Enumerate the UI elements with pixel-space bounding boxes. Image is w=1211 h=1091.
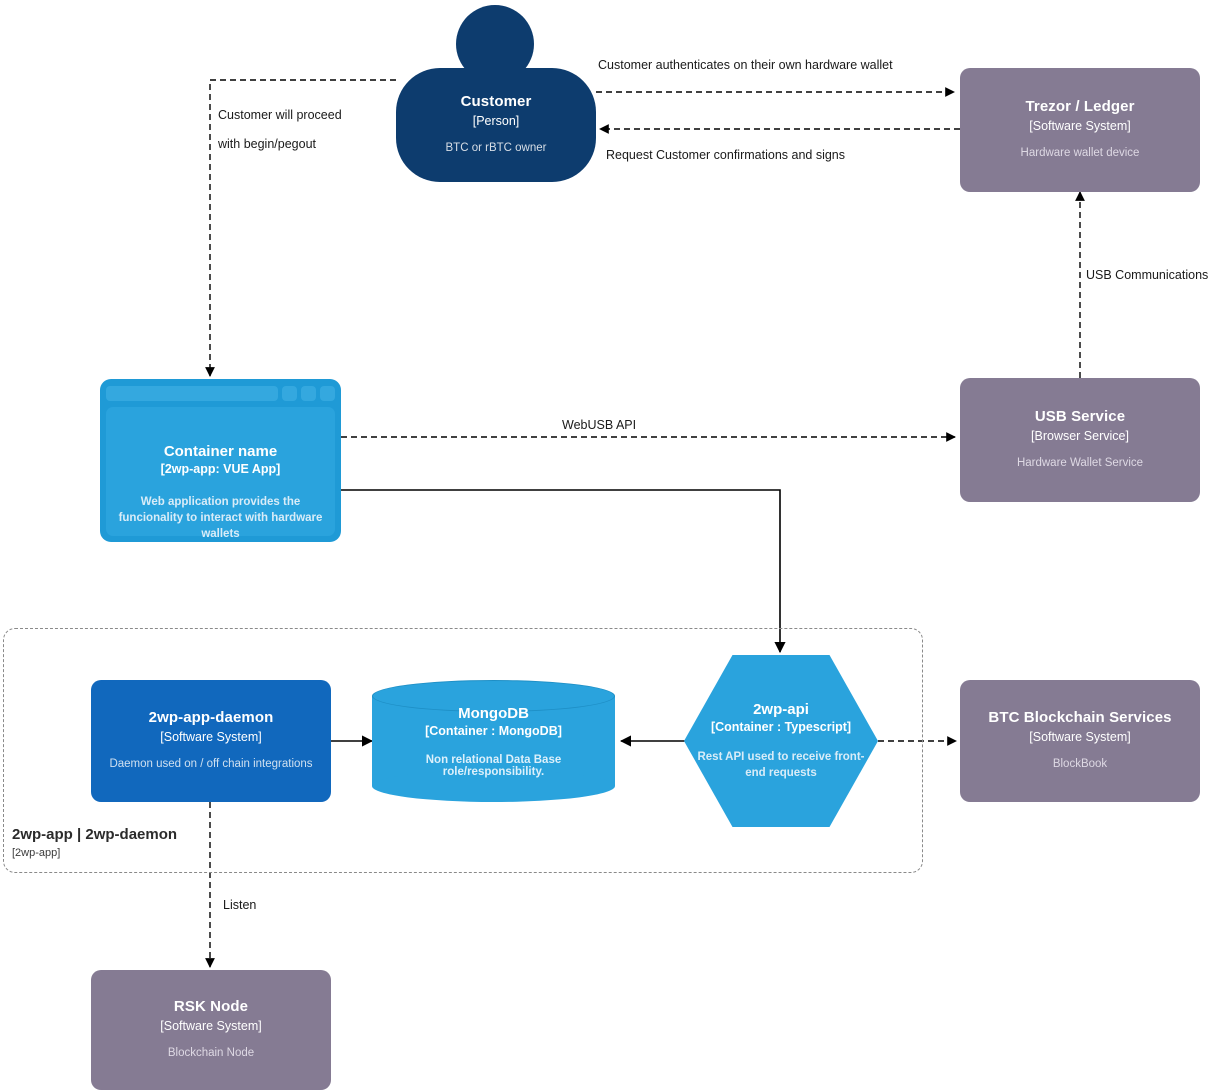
container-name-title: Container name [163,443,278,460]
node-mongodb[interactable]: MongoDB [Container : MongoDB] Non relati… [372,680,615,802]
edge-label-usb-communications: USB Communications [1086,268,1209,282]
customer-description: BTC or rBTC owner [445,142,547,155]
boundary-name: 2wp-app | 2wp-daemon [12,826,178,843]
twp-api-type: [Container : Typescript] [710,719,852,734]
usb-service-title: USB Service [1034,408,1126,426]
container-name-description: Web application provides the funcionalit… [118,496,323,541]
node-customer[interactable]: Customer [Person] BTC or rBTC owner [396,68,596,182]
node-rsk-node[interactable]: RSK Node [Software System] Blockchain No… [91,970,331,1090]
browser-address-bar [106,386,278,401]
edge-label-customer-authenticates: Customer authenticates on their own hard… [598,58,893,72]
mongodb-title: MongoDB [458,704,529,722]
boundary-type: [2wp-app] [12,847,61,859]
customer-type: [Person] [472,113,520,128]
daemon-type: [Software System] [160,729,262,744]
node-container-name[interactable]: Container name [2wp-app: VUE App] Web ap… [100,379,341,542]
usb-service-type: [Browser Service] [1031,428,1129,443]
node-usb-service[interactable]: USB Service [Browser Service] Hardware W… [960,378,1200,502]
btc-blockchain-description: BlockBook [1052,758,1108,771]
edge-label-customer-will-proceed-line2: with begin/pegout [218,137,316,151]
edge-label-webusb-api: WebUSB API [562,418,637,432]
mongodb-label-group: MongoDB [Container : MongoDB] Non relati… [372,680,615,802]
node-trezor-ledger[interactable]: Trezor / Ledger [Software System] Hardwa… [960,68,1200,192]
daemon-description: Daemon used on / off chain integrations [109,758,313,771]
edge-label-daemon-listen: Listen [223,898,257,912]
mongodb-cylinder-top [372,680,615,712]
btc-blockchain-title: BTC Blockchain Services [988,709,1172,727]
rsk-node-type: [Software System] [160,1018,262,1033]
btc-blockchain-type: [Software System] [1029,729,1131,744]
boundary-2wp-app [3,628,923,873]
node-2wp-app-daemon[interactable]: 2wp-app-daemon [Software System] Daemon … [91,680,331,802]
twp-api-title: 2wp-api [753,700,809,718]
node-btc-blockchain-services[interactable]: BTC Blockchain Services [Software System… [960,680,1200,802]
rsk-node-description: Blockchain Node [167,1047,255,1060]
usb-service-description: Hardware Wallet Service [1016,457,1144,470]
boundary-label: 2wp-app | 2wp-daemon [2wp-app] [12,826,177,860]
rsk-node-title: RSK Node [173,998,249,1016]
browser-button-icon-2 [301,386,316,401]
browser-button-icon-1 [282,386,297,401]
edge-label-request-confirmations: Request Customer confirmations and signs [606,148,846,162]
edge-label-customer-will-proceed-line1: Customer will proceed [218,108,342,122]
trezor-ledger-title: Trezor / Ledger [1025,98,1135,116]
customer-title: Customer [460,93,532,111]
container-name-type: [2wp-app: VUE App] [160,462,281,476]
mongodb-description: Non relational Data Base role/responsibi… [425,753,562,778]
browser-content: Container name [2wp-app: VUE App] Web ap… [106,407,335,540]
mongodb-type: [Container : MongoDB] [425,723,562,738]
twp-api-description: Rest API used to receive front-end reque… [697,750,865,779]
browser-button-icon-3 [320,386,335,401]
daemon-title: 2wp-app-daemon [148,709,274,727]
trezor-ledger-type: [Software System] [1029,118,1131,133]
browser-title-bar [106,385,335,402]
trezor-ledger-description: Hardware wallet device [1020,147,1140,160]
mongodb-cylinder-bottom [372,770,615,802]
